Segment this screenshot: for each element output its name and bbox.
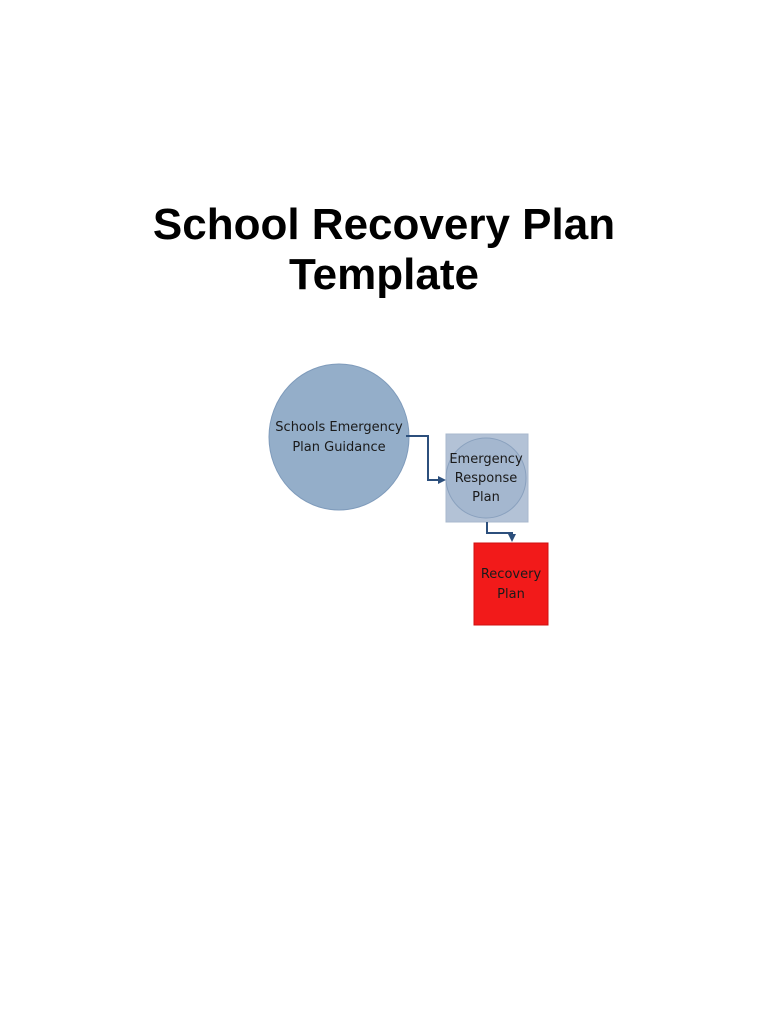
node-schools-emergency-plan-guidance: Schools Emergency Plan Guidance <box>268 363 410 511</box>
document-title: School Recovery Plan Template <box>0 200 768 300</box>
response-label-line-1: Emergency <box>449 452 523 467</box>
title-line-2: Template <box>289 250 479 299</box>
guidance-label-line-1: Schools Emergency <box>275 420 403 435</box>
guidance-label-line-2: Plan Guidance <box>292 440 385 455</box>
response-circle <box>445 437 527 519</box>
response-label-line-2: Response <box>455 471 517 486</box>
connector-response-to-recovery <box>486 522 516 542</box>
recovery-label-line-1: Recovery <box>481 567 542 582</box>
recovery-label-line-2: Plan <box>497 587 525 602</box>
node-emergency-response-plan: Emergency Response Plan <box>445 433 529 523</box>
node-recovery-plan: Recovery Plan <box>473 542 549 626</box>
recovery-square <box>473 542 549 626</box>
title-line-1: School Recovery Plan <box>152 200 616 249</box>
guidance-circle <box>268 363 410 511</box>
response-label-line-3: Plan <box>472 490 500 505</box>
connector-guidance-to-response <box>406 435 446 484</box>
